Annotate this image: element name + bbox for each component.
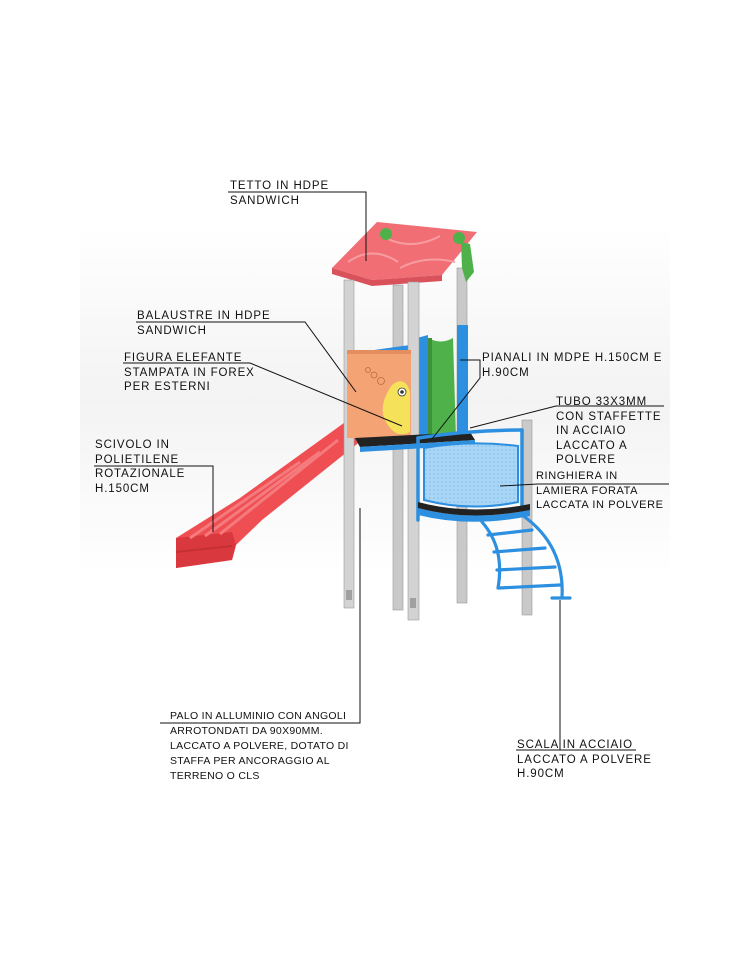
- label-figura: FIGURA ELEFANTE STAMPATA IN FOREX PER ES…: [124, 352, 255, 393]
- leader-scala: [516, 600, 636, 751]
- slide: [175, 415, 372, 568]
- green-panel: [428, 338, 456, 438]
- perforated-railing: [423, 442, 519, 508]
- leader-lines: [94, 191, 669, 751]
- label-tetto: TETTO IN HDPE SANDWICH: [230, 180, 330, 207]
- leader-scivolo: [94, 465, 214, 532]
- leader-palo: [160, 508, 361, 724]
- leader-figura: [123, 362, 403, 427]
- label-ringhiera: RINGHIERA IN LAMIERA FORATA LACCATA IN P…: [536, 470, 664, 511]
- label-tubo: TUBO 33X3MM CON STAFFETTE IN ACCIAIO LAC…: [556, 396, 662, 466]
- leader-tubo: [469, 405, 664, 429]
- elephant-panel: [347, 350, 411, 438]
- steel-ladder: [480, 513, 572, 600]
- leader-tetto: [228, 191, 367, 261]
- label-scivolo: SCIVOLO IN POLIETILENE ROTAZIONALE H.150…: [95, 439, 186, 495]
- front-posts: [343, 279, 420, 621]
- label-scala: SCALA IN ACCIAIO LACCATO A POLVERE H.90C…: [517, 739, 652, 780]
- lower-platform: [418, 502, 530, 522]
- label-pianali: PIANALI IN MDPE H.150CM E H.90CM: [482, 352, 663, 379]
- label-palo: PALO IN ALLUMINIO CON ANGOLI ARROTONDATI…: [170, 710, 349, 782]
- leader-balaustre: [136, 321, 357, 393]
- roof: [332, 222, 477, 286]
- leader-ringhiera: [499, 483, 669, 487]
- label-balaustre: BALAUSTRE IN HDPE SANDWICH: [137, 310, 271, 337]
- leader-pianali: [431, 359, 481, 440]
